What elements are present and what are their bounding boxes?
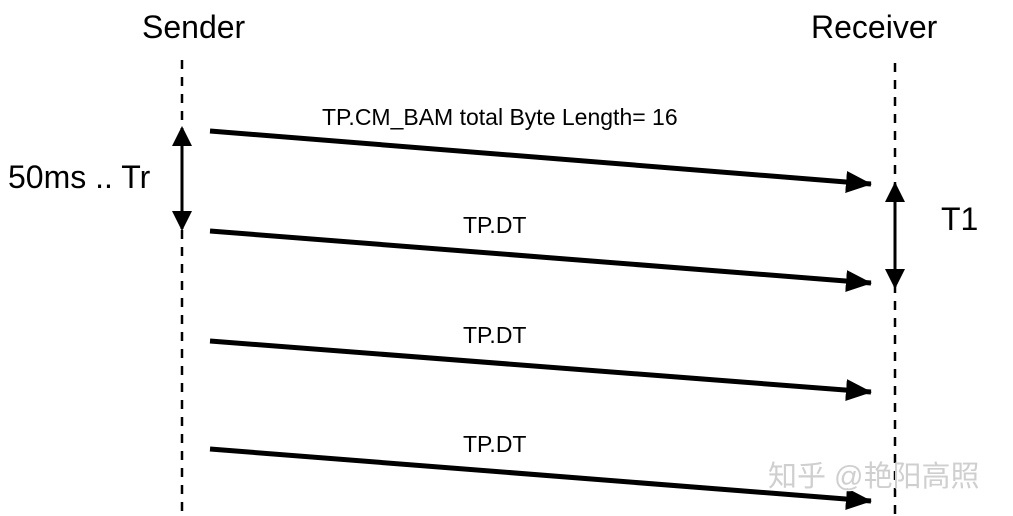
- actor-sender-label: Sender: [142, 9, 246, 45]
- message-arrow-cm-bam: [209, 128, 872, 193]
- message-arrow-dt-2: [209, 338, 872, 402]
- message-arrow-dt-1: [209, 228, 872, 293]
- message-label-dt-3: TP.DT: [463, 431, 527, 457]
- t1-interval-label: T1: [941, 201, 979, 237]
- actor-receiver-label: Receiver: [811, 9, 938, 45]
- tr-interval-label: 50ms .. Tr: [8, 159, 151, 195]
- zhihu-watermark: 知乎 @艳阳高照: [768, 461, 980, 493]
- message-label-dt-2: TP.DT: [463, 322, 527, 348]
- message-label-dt-1: TP.DT: [463, 212, 527, 238]
- message-arrow-dt-3: [209, 446, 872, 511]
- message-label-cm-bam: TP.CM_BAM total Byte Length= 16: [322, 104, 678, 130]
